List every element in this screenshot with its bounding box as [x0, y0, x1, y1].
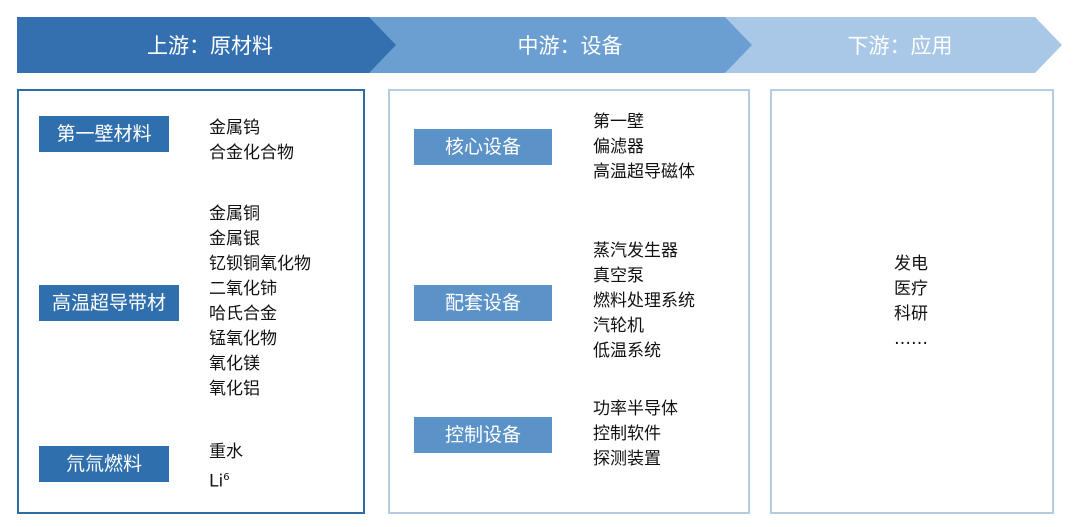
list-item: 真空泵: [593, 266, 644, 286]
list-item: 功率半导体: [593, 399, 678, 419]
midstream-panel: 核心设备 第一壁 偏滤器 高温超导磁体 配套设备 蒸汽发生器 真空泵 燃料处理系…: [388, 89, 750, 514]
tag-hts-tape: 高温超导带材: [39, 285, 179, 321]
list-item: 氧化镁: [209, 354, 260, 374]
lithium-mass-number: 6: [223, 472, 230, 483]
list-item: ……: [894, 329, 928, 349]
list-item: 第一壁: [593, 112, 644, 132]
stage-label-midstream: 中游：设备: [517, 34, 623, 58]
stage-arrow-downstream: [718, 17, 1062, 73]
list-item: 金属钨: [209, 118, 260, 138]
list-hts-tape: 金属铜 金属银 钇钡铜氧化物 二氧化铈 哈氏合金 锰氧化物 氧化镁 氧化铝: [209, 202, 311, 402]
list-item: 控制软件: [593, 424, 661, 444]
stage-arrow-midstream: [362, 17, 752, 73]
stage-arrow-upstream: [17, 17, 396, 73]
lithium-symbol: Li: [209, 471, 224, 492]
list-supporting-equipment: 蒸汽发生器 真空泵 燃料处理系统 汽轮机 低温系统: [593, 239, 695, 364]
list-first-wall-material: 金属钨 合金化合物: [209, 116, 294, 166]
list-item: 二氧化铈: [209, 279, 277, 299]
list-control-equipment: 功率半导体 控制软件 探测装置: [593, 397, 678, 472]
upstream-panel: 第一壁材料 金属钨 合金化合物 高温超导带材 金属铜 金属银 钇钡铜氧化物 二氧…: [17, 89, 365, 514]
list-dt-fuel: 重水 Li6: [209, 440, 243, 495]
tag-first-wall-material: 第一壁材料: [39, 116, 169, 152]
stage-label-downstream: 下游：应用: [847, 34, 953, 58]
list-item: 燃料处理系统: [593, 291, 695, 311]
list-item: 高温超导磁体: [593, 162, 695, 182]
list-item: 金属银: [209, 229, 260, 249]
list-item: 低温系统: [593, 341, 661, 361]
list-item: 氧化铝: [209, 379, 260, 399]
list-item-lithium6: Li6: [209, 465, 243, 495]
list-item: 哈氏合金: [209, 304, 277, 324]
list-item: 蒸汽发生器: [593, 241, 678, 261]
downstream-panel: 发电 医疗 科研 ……: [770, 89, 1054, 514]
list-item: 钇钡铜氧化物: [209, 254, 311, 274]
tag-core-equipment: 核心设备: [414, 129, 552, 165]
list-core-equipment: 第一壁 偏滤器 高温超导磁体: [593, 110, 695, 185]
list-applications: 发电 医疗 科研 ……: [894, 252, 928, 352]
list-item: 发电: [894, 254, 928, 274]
list-item: 汽轮机: [593, 316, 644, 336]
stage-chevrons: [17, 17, 1062, 73]
list-item: 探测装置: [593, 449, 661, 469]
tag-supporting-equipment: 配套设备: [414, 285, 552, 321]
list-item: 科研: [894, 304, 928, 324]
stage-label-upstream: 上游：原材料: [147, 34, 273, 58]
list-item: 锰氧化物: [209, 329, 277, 349]
tag-dt-fuel: 氘氚燃料: [39, 446, 169, 482]
list-item: 合金化合物: [209, 143, 294, 163]
list-item: 偏滤器: [593, 137, 644, 157]
list-item: 重水: [209, 442, 243, 462]
list-item: 医疗: [894, 279, 928, 299]
tag-control-equipment: 控制设备: [414, 417, 552, 453]
list-item: 金属铜: [209, 204, 260, 224]
